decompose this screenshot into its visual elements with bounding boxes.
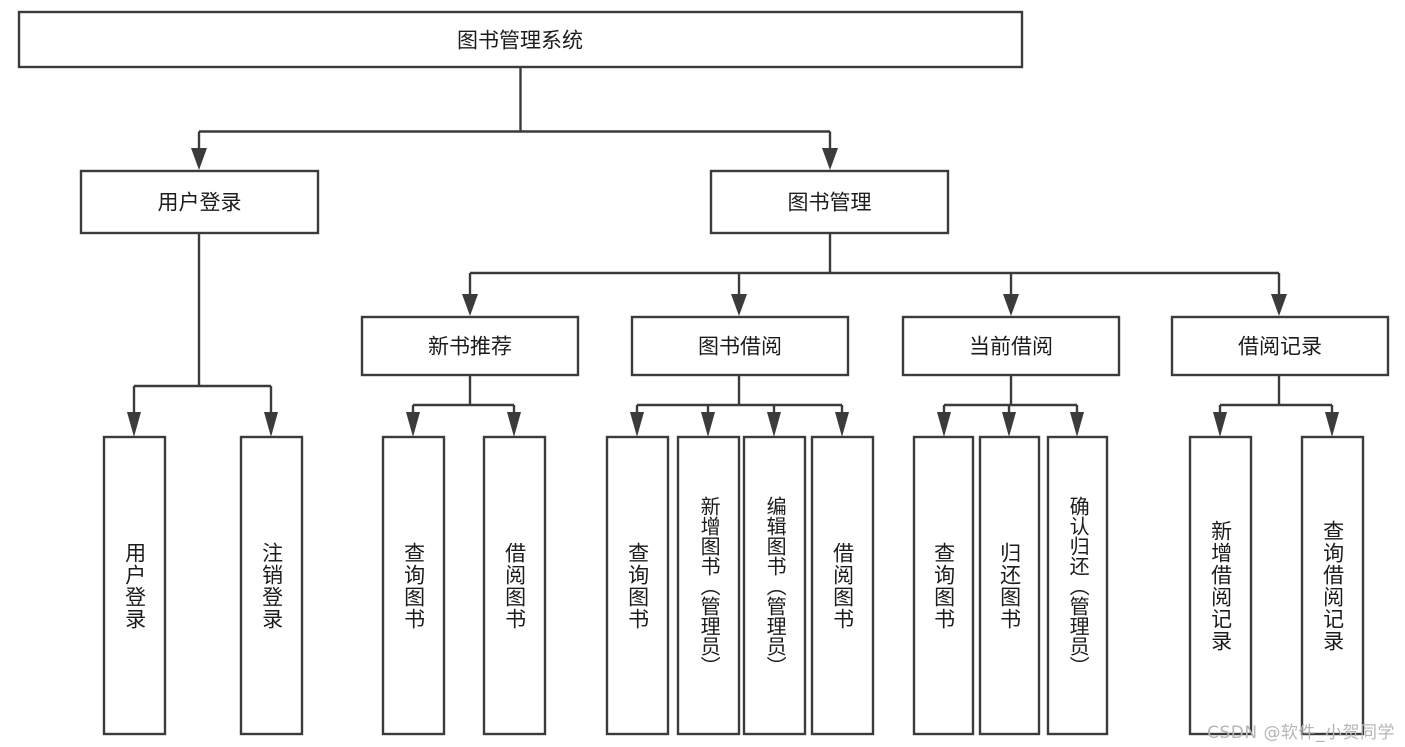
- node-user-login[interactable]: [79, 169, 320, 235]
- arrow-head-borrowrecord-leaf2: [1325, 412, 1339, 437]
- arrow-head-currentborrow-leaf2: [1002, 412, 1016, 437]
- connector-group-current-borrow: [937, 375, 1084, 437]
- node-borrow-record[interactable]: [1170, 315, 1390, 377]
- arrow-head-borrowrecord-leaf1: [1213, 412, 1227, 437]
- arrow-head-user-login: [191, 148, 207, 170]
- arrow-head-book-mgmt: [822, 148, 838, 170]
- node-new-book-recommend-label: 新书推荐: [428, 335, 512, 359]
- leaf-box-bookborrow-add[interactable]: [676, 435, 741, 736]
- leaf-box-newbook-query[interactable]: [381, 435, 446, 736]
- watermark-text: CSDN @软件_小贺同学: [1207, 723, 1395, 743]
- connector-group-borrow-record: [1213, 375, 1339, 437]
- node-root-label: 图书管理系统: [457, 29, 583, 53]
- leaf-box-current-confirm[interactable]: [1046, 435, 1109, 736]
- arrow-head-newbook-leaf1: [406, 412, 420, 437]
- arrow-head-new-book: [462, 294, 478, 316]
- leaf-box-record-add[interactable]: [1188, 435, 1253, 736]
- arrow-head-current-borrow: [1003, 294, 1019, 316]
- arrow-head-book-borrow: [731, 294, 747, 316]
- arrow-head-bookborrow-leaf3: [767, 412, 781, 437]
- connector-group-new-book: [406, 375, 521, 437]
- node-root-book-system[interactable]: [17, 10, 1024, 69]
- leaf-box-newbook-borrow[interactable]: [482, 435, 547, 736]
- leaf-box-current-return[interactable]: [978, 435, 1041, 736]
- leaf-box-bookborrow-query[interactable]: [605, 435, 670, 736]
- node-book-borrow-label: 图书借阅: [698, 335, 782, 359]
- connector-group-book-borrow: [630, 375, 849, 437]
- leaf-box-current-query[interactable]: [912, 435, 975, 736]
- connector-group-book-mgmt: [462, 233, 1287, 316]
- node-current-borrow[interactable]: [901, 315, 1121, 377]
- arrow-head-leaf-logout: [264, 412, 278, 437]
- node-book-management[interactable]: [709, 169, 950, 235]
- leaf-box-user-login[interactable]: [102, 435, 167, 736]
- arrow-head-currentborrow-leaf3: [1070, 412, 1084, 437]
- node-book-borrow[interactable]: [630, 315, 850, 377]
- node-book-management-label: 图书管理: [788, 191, 872, 215]
- arrow-head-currentborrow-leaf1: [937, 412, 951, 437]
- connector-group-user-login: [127, 233, 278, 437]
- arrow-head-bookborrow-leaf2: [701, 412, 715, 437]
- arrow-head-leaf-user-login: [127, 412, 141, 437]
- arrow-head-newbook-leaf2: [507, 412, 521, 437]
- leaf-box-bookborrow-edit[interactable]: [742, 435, 807, 736]
- node-current-borrow-label: 当前借阅: [969, 335, 1053, 359]
- arrow-head-bookborrow-leaf1: [630, 412, 644, 437]
- arrow-head-borrow-record: [1271, 294, 1287, 316]
- connector-group-root: [191, 67, 838, 170]
- leaf-box-bookborrow-lend[interactable]: [810, 435, 875, 736]
- leaf-box-record-query[interactable]: [1300, 435, 1365, 736]
- node-new-book-recommend[interactable]: [360, 315, 580, 377]
- leaf-box-logout[interactable]: [239, 435, 304, 736]
- node-user-login-label: 用户登录: [158, 191, 242, 215]
- node-borrow-record-label: 借阅记录: [1238, 335, 1322, 359]
- arrow-head-bookborrow-leaf4: [835, 412, 849, 437]
